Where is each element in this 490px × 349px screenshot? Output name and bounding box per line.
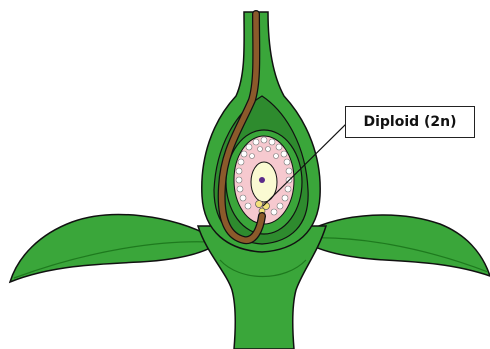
diploid-label: Diploid (2n): [363, 114, 456, 130]
central-nucleus: [259, 177, 265, 183]
left-leaf: [10, 215, 214, 282]
diploid-callout: Diploid (2n): [345, 106, 475, 138]
